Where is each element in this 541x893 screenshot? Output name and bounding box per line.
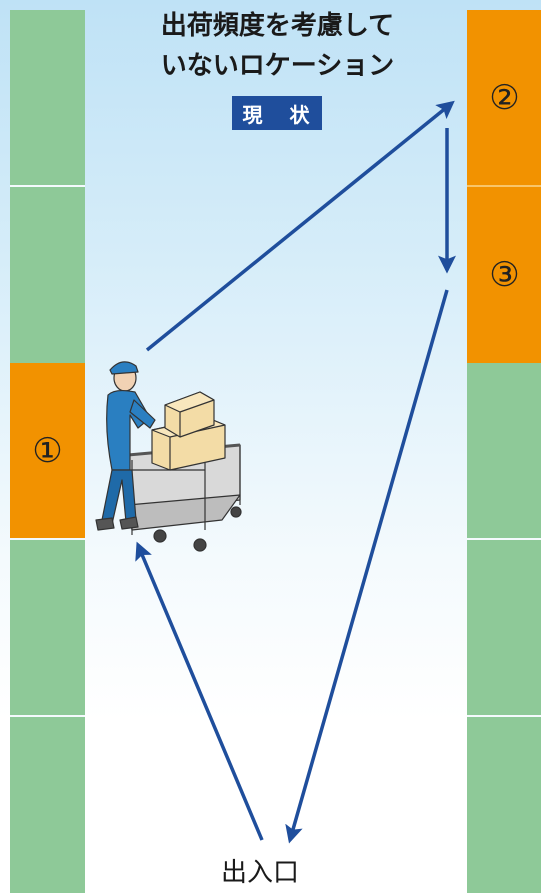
route-arrow-entrance-to-1 xyxy=(138,545,262,840)
route-arrow-1-to-2 xyxy=(147,103,452,350)
route-arrow-3-to-entrance xyxy=(290,290,447,840)
worker-cart-illustration xyxy=(96,362,241,551)
entrance-label: 出入口 xyxy=(200,852,320,889)
